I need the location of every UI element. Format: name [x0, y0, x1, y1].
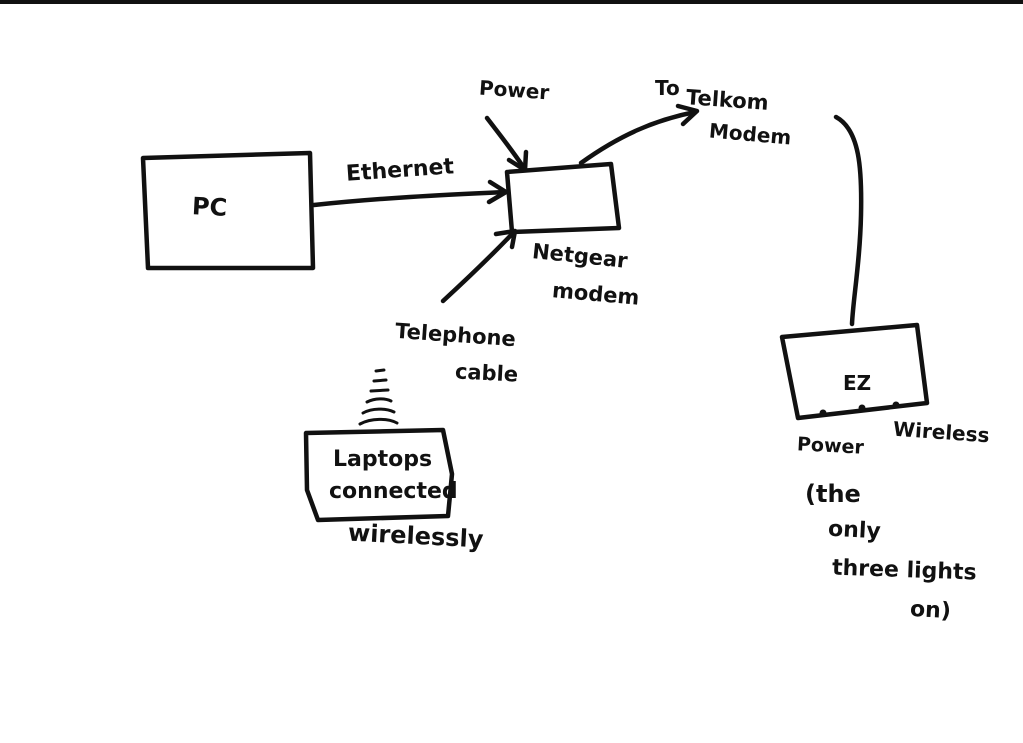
ez-light-power: [819, 409, 827, 417]
telkom-label-line2: Telkom: [685, 85, 770, 115]
ez-cable: [833, 114, 864, 327]
power-label: Power: [478, 75, 551, 105]
telephone-label-line2: cable: [454, 359, 519, 387]
ez-light-wireless: [892, 401, 900, 409]
laptops-label-line1: Laptops: [333, 447, 433, 472]
laptops-label-line3: wirelessly: [347, 518, 485, 554]
ez-note-line2: only: [827, 516, 882, 545]
telkom-arrowhead: [675, 103, 700, 127]
power-arrow: [484, 115, 527, 171]
ez-lights: [819, 401, 900, 417]
top-border: [0, 0, 1023, 4]
pc-box: [140, 150, 316, 271]
power-arrowhead: [506, 149, 529, 173]
wireless-signal-icon: [358, 368, 399, 426]
laptops-label-line2: connected: [329, 479, 458, 504]
ethernet-arrow: [311, 189, 508, 208]
ez-box: [779, 322, 930, 421]
ez-label: EZ: [843, 371, 872, 395]
laptops-box: [303, 427, 455, 523]
ez-power-label: Power: [796, 433, 865, 459]
telephone-arrowhead: [493, 228, 518, 250]
ez-light-2: [858, 404, 866, 412]
ez-note-line1: (the: [805, 480, 861, 508]
pc-label: PC: [191, 192, 228, 222]
ez-note-line3: three lights: [831, 555, 978, 586]
telkom-arrow: [578, 109, 698, 166]
ez-note-line4: on): [909, 596, 952, 625]
telkom-label-line1: To: [655, 76, 680, 100]
ethernet-arrowhead: [486, 179, 509, 205]
telephone-arrow: [440, 229, 517, 304]
netgear-box: [504, 161, 622, 235]
ez-wireless-label: Wireless: [892, 416, 991, 448]
telkom-label-line3: Modem: [708, 118, 793, 150]
